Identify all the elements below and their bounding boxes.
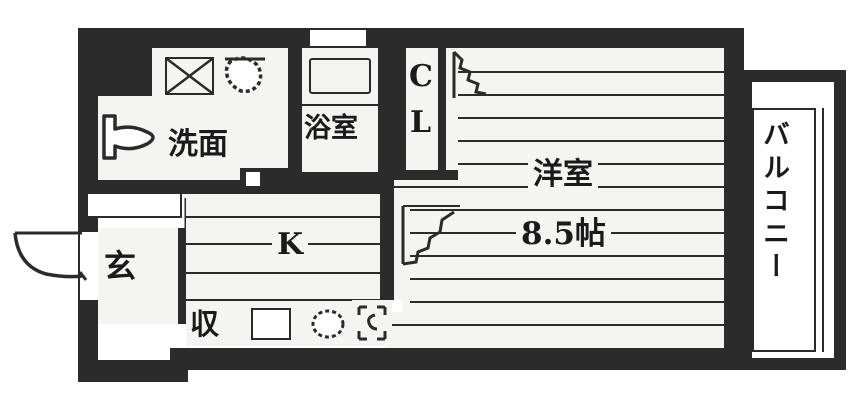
entrance-wall-right (178, 228, 186, 324)
toilet-icon (224, 56, 265, 94)
wall-top (78, 28, 744, 48)
bath-vent (310, 30, 366, 46)
kitchen-floor-line (186, 272, 388, 274)
balcony-label: バルコニー (758, 120, 789, 285)
kitchen-floor-line (186, 299, 388, 301)
closet-label-l: L (410, 105, 432, 140)
wall-bottom-left-step (78, 360, 188, 382)
floor-line (388, 71, 724, 73)
floor-line (388, 255, 724, 257)
closet-wall-left (394, 48, 406, 178)
storage-cell (186, 302, 242, 346)
main-room-size-label: 8.5帖 (516, 219, 611, 250)
wall-left-jog (78, 96, 98, 196)
kitchen-floor-line (186, 216, 388, 218)
wall-left-upper (78, 28, 98, 100)
kitchen-room-divider-wall (380, 194, 394, 306)
stove-burner-icon (311, 309, 345, 339)
washroom-label: 洗面 (168, 127, 228, 162)
floor-line (388, 209, 724, 211)
appliance-slot-icon (357, 305, 387, 341)
entrance-door-swing-icon (13, 231, 88, 281)
entrance-label: 玄 (104, 247, 137, 285)
sink-icon (251, 308, 291, 340)
floor-line (388, 301, 724, 303)
floor-line (388, 140, 724, 142)
bathtub-icon (309, 58, 371, 94)
washroom-wall-upper-left (98, 48, 152, 96)
floor-line (388, 324, 724, 326)
floor-line (388, 117, 724, 119)
wall-right-main (724, 28, 744, 130)
closet-wall-bottom (394, 170, 458, 180)
shoe-cabinet-icon (86, 192, 182, 218)
closet-wall-right (438, 48, 446, 178)
wall-right-main-lower (724, 120, 744, 368)
kitchen-label: K (272, 230, 309, 260)
entrance-door-gap (80, 232, 98, 300)
bath-wall-left (288, 28, 302, 194)
closet-label-c: C (409, 59, 433, 94)
washbasin-icon (102, 114, 155, 160)
wall-notch (246, 172, 260, 186)
floor-line (388, 94, 724, 96)
closet-door-swing-icon (452, 50, 487, 98)
floor-line (388, 278, 724, 280)
bath-label: 浴室 (304, 113, 358, 144)
wall-bottom (170, 348, 744, 370)
closet-floor (406, 48, 438, 178)
storage-label: 収 (190, 307, 220, 341)
washing-machine-cross-icon (166, 58, 213, 94)
main-room-label: 洋室 (528, 160, 598, 190)
bath-wall-bottom (288, 172, 394, 194)
bath-wall-right (378, 28, 394, 194)
balcony-rail-outline (752, 108, 816, 352)
room-door-swing-icon (401, 205, 460, 266)
balcony-divider-line (822, 108, 824, 352)
bath-divider (302, 104, 378, 106)
entrance-floor (98, 228, 182, 324)
counter-vent (392, 300, 402, 312)
